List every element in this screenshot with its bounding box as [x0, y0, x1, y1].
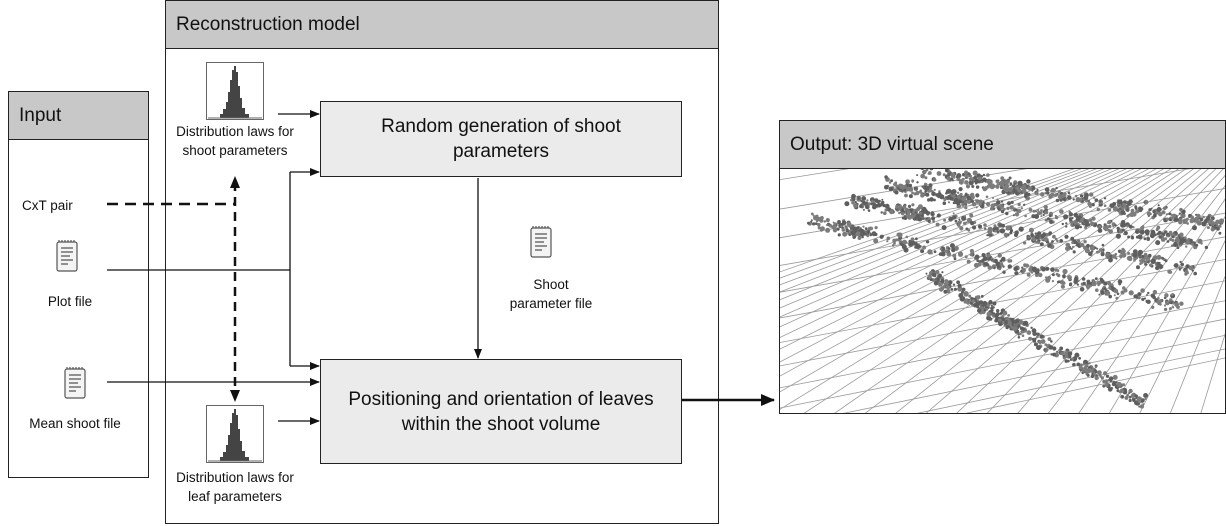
3d-scene-image: [780, 169, 1225, 413]
mean-shoot-file-document-icon: [64, 367, 86, 399]
shoot-distribution-label: Distribution laws for shoot parameters: [176, 124, 294, 158]
reconstruction-model-title: Reconstruction model: [166, 1, 718, 49]
shoot-parameter-file-label: Shoot parameter file: [509, 277, 593, 311]
plot-file-document-icon: [56, 240, 78, 272]
leaf-distribution-histogram-icon: [206, 405, 264, 463]
random-generation-box: Random generation of shoot parameters: [320, 101, 682, 177]
cxt-pair-label: CxT pair: [22, 198, 73, 213]
output-panel-title: Output: 3D virtual scene: [780, 121, 1225, 169]
input-panel-title: Input: [9, 92, 148, 140]
positioning-orientation-box: Positioning and orientation of leaves wi…: [320, 359, 682, 464]
mean-shoot-file-label: Mean shoot file: [29, 416, 121, 431]
plot-file-label: Plot file: [47, 294, 93, 309]
shoot-distribution-histogram-icon: [206, 62, 264, 120]
shoot-parameter-file-document-icon: [530, 226, 552, 258]
input-panel: Input: [8, 91, 149, 478]
leaf-distribution-label: Distribution laws for leaf parameters: [176, 470, 294, 504]
